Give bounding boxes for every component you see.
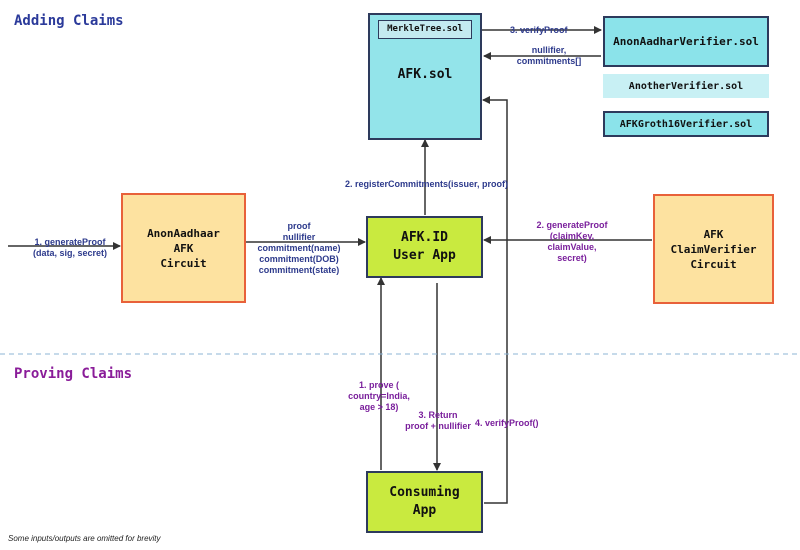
label-outputs-line-4: commitment(DOB) (259, 254, 339, 264)
anon-circuit-line-1: AnonAadhaar (147, 226, 220, 240)
anon-circuit-line-3: Circuit (160, 256, 207, 270)
claim-circuit-line-1: AFK (703, 227, 724, 241)
label-verify-proof-3: 3. verifyProof (510, 25, 568, 35)
user-app-line-2: User App (393, 248, 456, 263)
claim-circuit-line-3: Circuit (690, 257, 737, 271)
consuming-app-node: Consuming App (366, 471, 483, 533)
label-outputs-line-3: commitment(name) (257, 243, 341, 253)
anon-circuit-line-2: AFK (173, 241, 194, 255)
label-generate-proof-1: 1. generateProof (data, sig, secret) (22, 237, 118, 259)
label-generate-proof-2: 2. generateProof (claimKey, claimValue, … (530, 220, 614, 264)
label-prove-line-1: 1. prove ( (358, 380, 399, 390)
label-outputs-line-1: proof (287, 221, 311, 231)
label-nullifier-line-2: commitments[] (516, 56, 582, 66)
merkle-tree-node: MerkleTree.sol (378, 20, 472, 39)
consuming-app-line-1: Consuming (389, 485, 460, 500)
label-gen2-line-2: (claimKey, (549, 231, 595, 241)
label-gen1-line-1: 1. generateProof (34, 237, 106, 247)
label-register-commitments: 2. registerCommitments(issuer, proof) (345, 179, 509, 189)
label-nullifier-line-1: nullifier, (531, 45, 567, 55)
user-app-line-1: AFK.ID (401, 230, 448, 245)
consuming-app-line-2: App (412, 503, 437, 518)
anon-aadhaar-circuit-node: AnonAadhaar AFK Circuit (121, 193, 246, 303)
label-prove-line-3: age > 18) (359, 402, 399, 412)
label-prove-line-2: country=India, (348, 391, 410, 401)
section-proving-claims: Proving Claims (14, 366, 133, 382)
label-gen1-line-2: (data, sig, secret) (32, 248, 108, 258)
label-return-line-2: proof + nullifier (405, 421, 471, 431)
afk-groth16-verifier-node: AFKGroth16Verifier.sol (603, 111, 769, 137)
afk-sol-node: MerkleTree.sol AFK.sol (368, 13, 482, 140)
label-verify-proof-4: 4. verifyProof() (475, 418, 539, 428)
another-verifier-node: AnotherVerifier.sol (603, 74, 769, 98)
label-return: 3. Return proof + nullifier (398, 410, 478, 432)
label-nullifier-return: nullifier, commitments[] (508, 45, 590, 67)
label-proof-outputs: proof nullifier commitment(name) commitm… (254, 221, 344, 276)
afk-id-user-app-node: AFK.ID User App (366, 216, 483, 278)
claim-circuit-line-2: ClaimVerifier (670, 242, 757, 256)
label-outputs-line-5: commitment(state) (258, 265, 340, 275)
label-prove: 1. prove ( country=India, age > 18) (338, 380, 420, 413)
label-gen2-line-1: 2. generateProof (536, 220, 608, 230)
footnote: Some inputs/outputs are omitted for brev… (8, 534, 161, 543)
section-adding-claims: Adding Claims (14, 13, 124, 29)
label-gen2-line-4: secret) (557, 253, 587, 263)
claim-verifier-circuit-node: AFK ClaimVerifier Circuit (653, 194, 774, 304)
anon-aadhar-verifier-node: AnonAadharVerifier.sol (603, 16, 769, 67)
afk-sol-label: AFK.sol (397, 67, 453, 82)
label-outputs-line-2: nullifier (282, 232, 316, 242)
arrow-consuming-verify-to-afk-sol (482, 96, 508, 504)
label-gen2-line-3: claimValue, (547, 242, 597, 252)
label-return-line-1: 3. Return (418, 410, 458, 420)
